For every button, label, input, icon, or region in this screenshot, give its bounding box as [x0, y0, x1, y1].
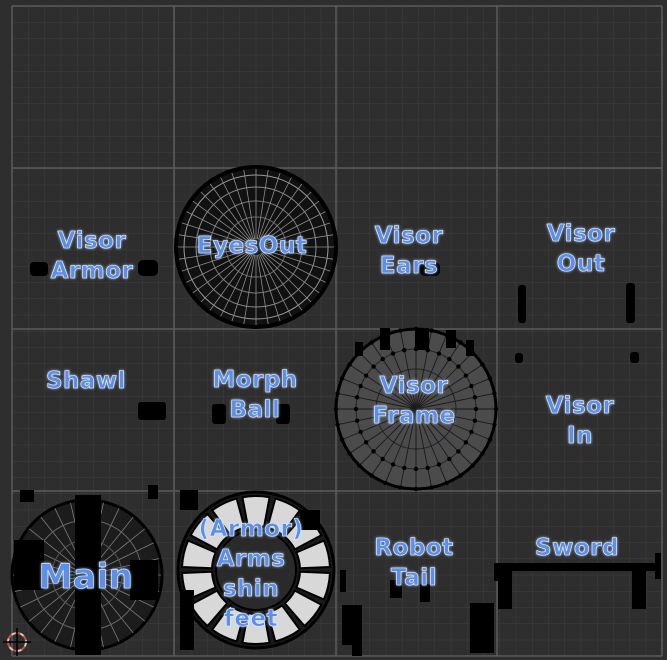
major-grid-lines	[11, 5, 663, 657]
visor-frame-island[interactable]	[333, 326, 499, 492]
main-island[interactable]	[10, 485, 164, 655]
2d-cursor-icon[interactable]	[3, 628, 31, 656]
armor-arms-island[interactable]	[176, 490, 336, 650]
misc-island-pieces	[30, 260, 661, 656]
eyes-out-island[interactable]	[174, 165, 338, 329]
visor-frame-top-pieces	[355, 328, 474, 356]
